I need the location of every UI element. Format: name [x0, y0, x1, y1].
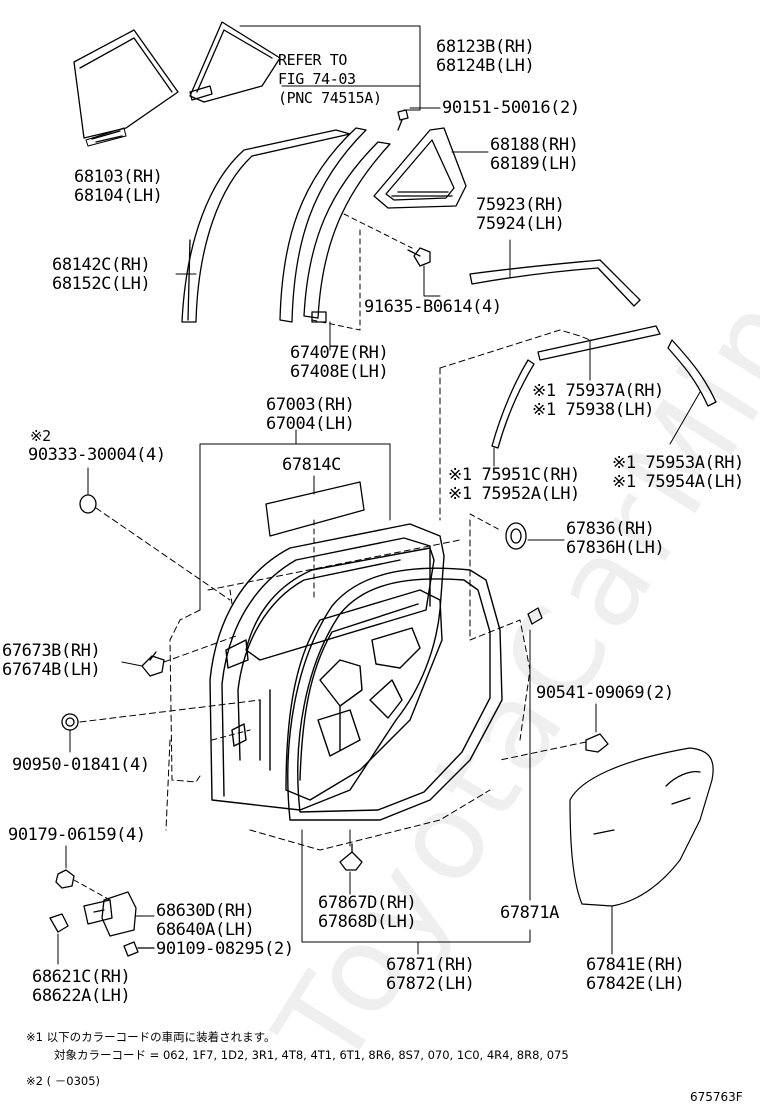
pad-part: [265, 481, 365, 537]
label-67867-lh: 67868D(LH): [318, 912, 417, 932]
screw-part: [407, 247, 431, 267]
bolt-part: [397, 109, 409, 131]
label-68188-lh: 68189(LH): [490, 154, 579, 174]
label-68630-rh: 68630D(RH): [156, 901, 255, 921]
label-90333: 90333-30004(4): [28, 445, 166, 465]
label-75923-lh: 75924(LH): [476, 214, 565, 234]
label-67814: 67814C: [282, 455, 342, 475]
footnote-1-line2: 対象カラーコード = 062, 1F7, 1D2, 3R1, 4T8, 4T1,…: [54, 1048, 569, 1062]
label-75937-lh: ※1 75938(LH): [532, 400, 655, 420]
rear-door-panel: [209, 523, 445, 811]
hinge-stop-part: [49, 913, 69, 933]
door-hinge-part: [83, 891, 137, 937]
refer-note-line3: (PNC 74515A): [278, 89, 382, 107]
label-67867-rh: 67867D(RH): [318, 893, 417, 913]
quarter-glass-part: [189, 21, 281, 103]
label-90333-note: ※2: [30, 427, 51, 445]
weatherstrip-part: [287, 567, 503, 821]
label-90950: 90950-01841(4): [12, 755, 150, 775]
refer-note-line1: REFER TO: [278, 51, 348, 69]
door-glass-part: [73, 29, 179, 147]
clip-part: [79, 494, 97, 514]
label-67003-rh: 67003(RH): [266, 395, 355, 415]
hinge-bolt-part: [123, 941, 155, 957]
label-67003-lh: 67004(LH): [266, 414, 355, 434]
label-67836-rh: 67836(RH): [566, 519, 655, 539]
label-67407-rh: 67407E(RH): [290, 343, 389, 363]
hinge-clip-part: [141, 651, 165, 677]
footnote-1-line1: ※1 以下のカラーコードの車両に装着されます。: [26, 1030, 276, 1044]
figure-code: 675763F: [690, 1090, 743, 1104]
label-75923-rh: 75923(RH): [476, 195, 565, 215]
belt-moulding-part: [537, 325, 661, 381]
label-67871a: 67871A: [500, 903, 560, 923]
grommet-part: [505, 522, 527, 550]
cushion-part: [585, 733, 609, 753]
label-68103-rh: 68103(RH): [74, 167, 163, 187]
label-68630-lh: 68640A(LH): [156, 920, 255, 940]
label-68123-lh: 68124B(LH): [436, 56, 535, 76]
label-90109: 90109-08295(2): [156, 939, 294, 959]
service-hole-cover-part: [569, 747, 714, 907]
label-68142-lh: 68152C(LH): [52, 274, 151, 294]
label-68142-rh: 68142C(RH): [52, 255, 151, 275]
label-67673-lh: 67674B(LH): [2, 660, 101, 680]
label-75953-rh: ※1 75953A(RH): [612, 453, 744, 473]
label-67871-lh: 67872(LH): [386, 974, 475, 994]
label-91635: 91635-B0614(4): [364, 297, 502, 317]
label-67836-lh: 67836H(LH): [566, 538, 665, 558]
label-68621-lh: 68622A(LH): [32, 986, 131, 1006]
label-90179: 90179-06159(4): [8, 825, 146, 845]
label-67841-lh: 67842E(LH): [586, 974, 685, 994]
label-68103-lh: 68104(LH): [74, 186, 163, 206]
label-67673-rh: 67673B(RH): [2, 641, 101, 661]
label-67871-rh: 67871(RH): [386, 955, 475, 975]
label-68188-rh: 68188(RH): [490, 135, 579, 155]
quarter-window-part: [373, 127, 467, 209]
run-channel-part: [181, 129, 351, 323]
hole-plug-part: [61, 713, 79, 731]
label-68123-rh: 68123B(RH): [436, 37, 535, 57]
clip-stud-part: [339, 843, 363, 871]
corner-garnish-part: [667, 339, 717, 445]
refer-note-line2: FIG 74-03: [278, 70, 356, 88]
label-90151: 90151-50016(2): [442, 98, 580, 118]
window-channel-part: [279, 127, 391, 323]
label-75951-rh: ※1 75951C(RH): [448, 465, 580, 485]
label-67407-lh: 67408E(LH): [290, 362, 389, 382]
label-90541: 90541-09069(2): [536, 683, 674, 703]
footnote-2: ※2 ( －0305): [26, 1074, 101, 1088]
label-75937-rh: ※1 75937A(RH): [532, 381, 664, 401]
nut-part: [55, 869, 75, 889]
label-67841-rh: 67841E(RH): [586, 955, 685, 975]
label-75951-lh: ※1 75952A(LH): [448, 484, 580, 504]
garnish-part: [491, 359, 535, 467]
label-75953-lh: ※1 75954A(LH): [612, 472, 744, 492]
label-68621-rh: 68621C(RH): [32, 967, 131, 987]
